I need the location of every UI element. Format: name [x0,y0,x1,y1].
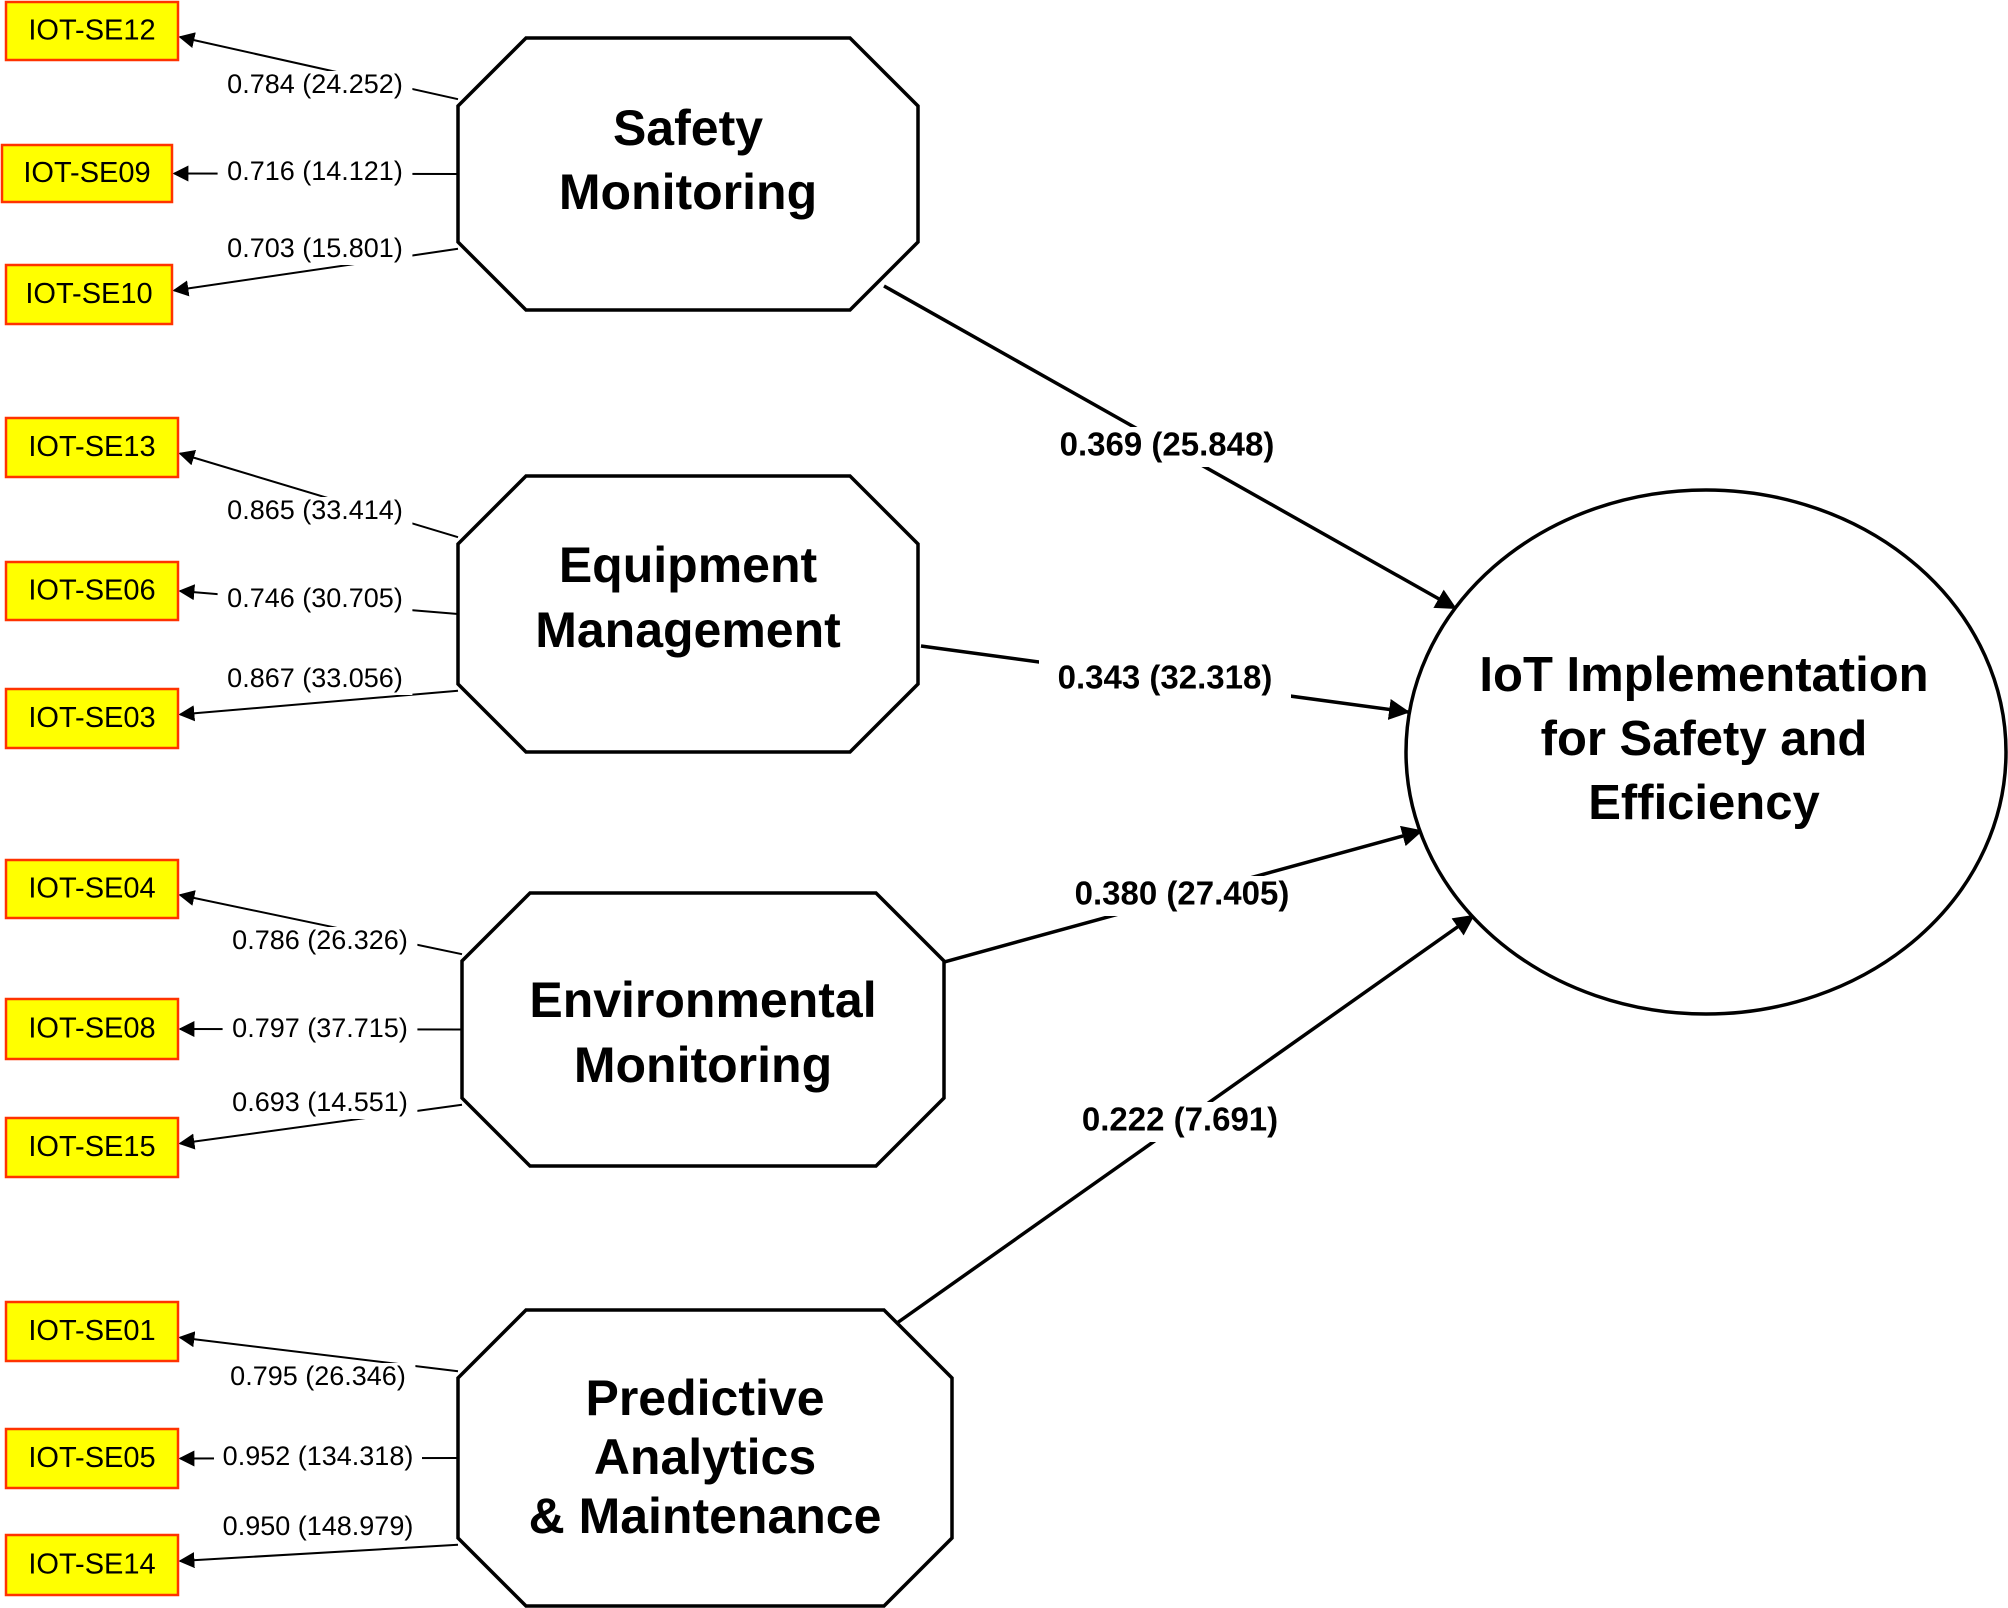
construct-safety-label-line-2: Monitoring [559,164,817,220]
path-coefficient-environmental: 0.380 (27.405) [1075,875,1290,912]
loading-label-iot-se06: 0.746 (30.705) [227,583,403,613]
loading-label-iot-se03: 0.867 (33.056) [227,663,403,693]
construct-predictive-label-line-2: Analytics [594,1429,816,1485]
construct-equipment-label-line-2: Management [535,602,841,658]
loading-arrow-iot-se14 [178,1543,459,1569]
loading-label-bg-iot-se05 [214,1443,422,1473]
indicator-iot-se01-box [4,1300,180,1363]
loading-label-iot-se10: 0.703 (15.801) [227,233,403,263]
loading-label-iot-se14: 0.950 (148.979) [223,1511,414,1541]
construct-safety-label-line-1: Safety [613,100,763,156]
indicator-iot-se08-label: IOT-SE08 [28,1013,155,1045]
loading-label-bg-iot-se09 [217,158,413,188]
indicator-iot-se04-label: IOT-SE04 [28,873,155,905]
construct-equipment-label-line-1: Equipment [559,537,818,593]
outcome-label-line-2: for Safety and [1541,712,1868,766]
path-label-bg-predictive [1069,1102,1291,1142]
loading-label-bg-iot-se10 [217,235,413,265]
path-label-bg-equipment [1039,660,1291,700]
indicator-iot-se04-box [4,858,180,920]
construct-predictive-shape [456,1308,954,1608]
path-coefficient-predictive: 0.222 (7.691) [1082,1101,1278,1138]
loading-label-bg-iot-se12 [217,71,413,101]
indicator-iot-se10-label: IOT-SE10 [25,278,152,310]
loading-label-bg-iot-se06 [217,585,413,615]
loading-label-iot-se15: 0.693 (14.551) [232,1087,408,1117]
indicator-iot-se03-box [4,687,180,750]
construct-environmental-label-line-2: Monitoring [574,1037,832,1093]
loading-label-bg-iot-se01 [220,1363,416,1393]
path-label-bg-environmental [1056,876,1308,916]
indicator-iot-se09-label: IOT-SE09 [23,157,150,189]
construct-predictive-label-line-3: & Maintenance [529,1488,882,1544]
indicator-iot-se03-label: IOT-SE03 [28,702,155,734]
loading-label-bg-iot-se14 [214,1513,422,1543]
loading-label-bg-iot-se08 [222,1015,418,1045]
indicator-iot-se15-box [4,1116,180,1179]
outcome-label-line-3: Efficiency [1588,776,1819,830]
loading-label-bg-iot-se03 [217,665,413,695]
indicator-iot-se06-box [4,560,180,622]
indicator-iot-se06-label: IOT-SE06 [28,575,155,607]
construct-equipment-shape [456,474,920,754]
construct-predictive-label-line-1: Predictive [585,1370,824,1426]
indicator-iot-se05-label: IOT-SE05 [28,1442,155,1474]
indicator-iot-se10-box [4,263,174,326]
path-label-bg-safety [1042,427,1292,467]
loading-label-bg-iot-se15 [222,1089,418,1119]
indicator-iot-se12-box [4,0,180,62]
construct-environmental-shape [460,891,946,1168]
loading-label-iot-se05: 0.952 (134.318) [223,1441,414,1471]
loading-label-bg-iot-se13 [217,497,413,527]
indicator-iot-se14-box [4,1533,180,1597]
indicator-iot-se05-box [4,1427,180,1490]
construct-safety-shape [456,36,920,312]
loading-label-iot-se12: 0.784 (24.252) [227,69,403,99]
path-coefficient-safety: 0.369 (25.848) [1060,426,1275,463]
indicator-iot-se15-label: IOT-SE15 [28,1131,155,1163]
path-coefficient-equipment: 0.343 (32.318) [1058,659,1273,696]
loading-label-bg-iot-se04 [222,927,418,957]
indicator-iot-se09-box [0,143,174,204]
indicator-iot-se12-label: IOT-SE12 [28,15,155,47]
outcome-label-line-1: IoT Implementation [1479,648,1928,702]
loading-label-iot-se09: 0.716 (14.121) [227,156,403,186]
loading-label-iot-se13: 0.865 (33.414) [227,495,403,525]
indicator-iot-se13-box [4,416,180,479]
indicator-iot-se01-label: IOT-SE01 [28,1315,155,1347]
construct-environmental-label-line-1: Environmental [529,972,876,1028]
loading-label-iot-se08: 0.797 (37.715) [232,1013,408,1043]
loading-label-iot-se04: 0.786 (26.326) [232,925,408,955]
indicator-iot-se13-label: IOT-SE13 [28,431,155,463]
outcome-shape [1404,488,2008,1016]
indicator-iot-se14-label: IOT-SE14 [28,1549,155,1581]
loading-label-iot-se01: 0.795 (26.346) [230,1361,406,1391]
indicator-iot-se08-box [4,997,180,1061]
